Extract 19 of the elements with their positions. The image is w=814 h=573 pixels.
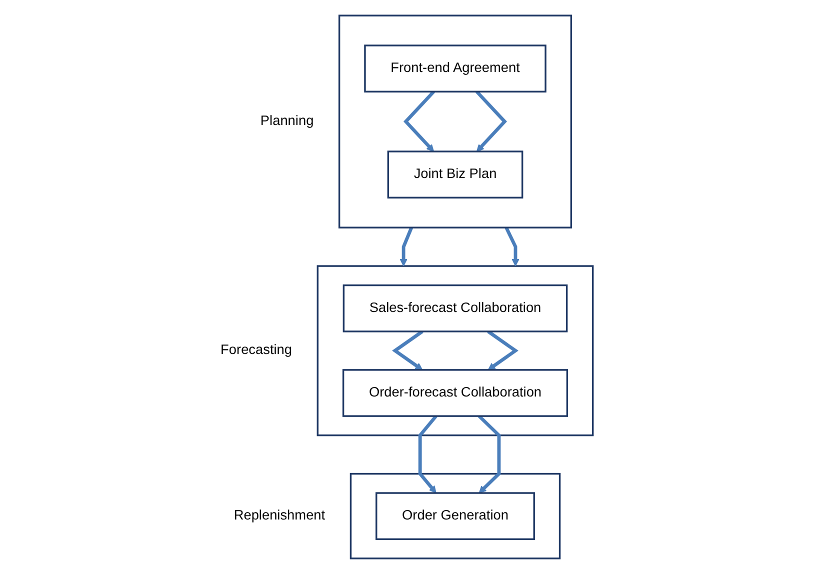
arrow <box>392 330 424 370</box>
arrow <box>487 330 519 370</box>
cluster <box>317 264 594 436</box>
node-box: Joint Biz Plan <box>388 150 524 198</box>
arrow <box>505 226 520 266</box>
arrow <box>418 414 438 493</box>
node-box: Sales-forecast Collaboration <box>343 284 568 332</box>
cluster <box>350 472 561 559</box>
cluster <box>338 14 572 228</box>
node-box: Order-forecast Collaboration <box>342 368 568 416</box>
node-label: Forecasting <box>220 342 292 358</box>
arrow <box>478 414 501 493</box>
node-label: Planning <box>260 113 314 128</box>
arrow <box>400 226 414 266</box>
arrow <box>476 90 508 152</box>
arrow <box>404 90 436 152</box>
node-label: Replenishment <box>234 508 326 522</box>
node-box: Front-end Agreement <box>364 44 547 92</box>
node-box: Order Generation <box>376 492 536 540</box>
